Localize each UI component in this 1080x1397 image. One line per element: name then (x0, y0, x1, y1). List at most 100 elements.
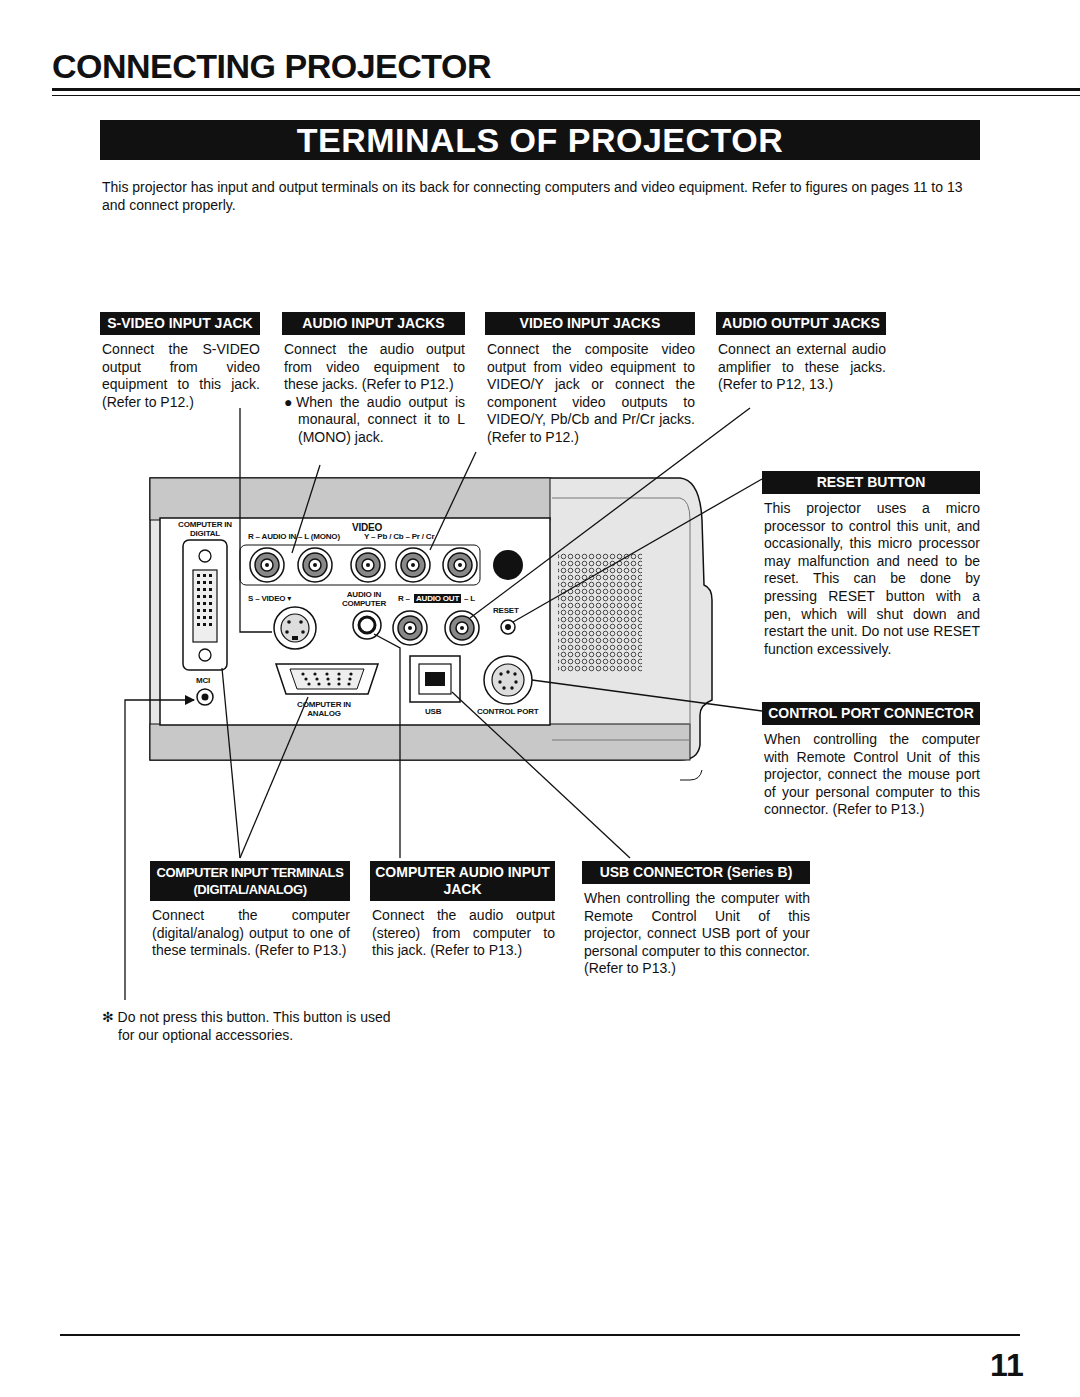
callout-heading: S-VIDEO INPUT JACK (100, 312, 260, 335)
jacks-part (309, 559, 321, 571)
jacks-part (203, 581, 206, 584)
projector-housing (150, 478, 712, 780)
title-rule-part (52, 88, 1080, 91)
panel-label: AUDIO OUT (414, 594, 461, 603)
jacks-part (197, 595, 200, 598)
jacks-part (183, 540, 227, 670)
jacks-part (505, 624, 511, 630)
jacks-part (460, 626, 464, 630)
projector-housing-part (150, 478, 712, 760)
jacks-part (445, 611, 479, 645)
jacks-part (514, 680, 517, 683)
callout-heading: USB CONNECTOR (Series B) (582, 861, 810, 884)
callout-box: AUDIO INPUT JACKSConnect the audio outpu… (282, 312, 465, 447)
jacks-part (209, 623, 212, 626)
callout-heading: AUDIO INPUT JACKS (282, 312, 465, 335)
panel-label: Y – Pb / Cb – Pr / Cr (364, 532, 434, 541)
jacks-part (209, 609, 212, 612)
jacks-part (411, 563, 415, 567)
jacks-part (197, 616, 200, 619)
jacks-part (281, 614, 309, 642)
jacks-part (203, 588, 206, 591)
jacks-part (197, 623, 200, 626)
jacks-part (209, 581, 212, 584)
jacks-part (209, 595, 212, 598)
jacks-part (407, 559, 419, 571)
jacks-part (303, 553, 327, 577)
callout-text: Connect the S-VIDEO output from video eq… (102, 341, 260, 411)
callout-text: Connect the composite video output from … (487, 341, 695, 447)
callout-text: Connect an external audio amplifier to t… (718, 341, 886, 394)
jacks-part (396, 548, 430, 582)
leader-lines-part (532, 680, 762, 711)
jacks-part (202, 694, 209, 701)
callout-heading: COMPUTER INPUT TERMINALS (DIGITAL/ANALOG… (150, 861, 350, 901)
jacks-part (456, 622, 468, 634)
jacks-part (313, 672, 316, 675)
callout-heading: TERMINALS OF PROJECTOR (100, 120, 980, 160)
jacks-part (240, 545, 480, 585)
jacks-part (276, 664, 378, 694)
panel-label: COMPUTER IN ANALOG (294, 700, 354, 718)
callout-box: S-VIDEO INPUT JACK Connect the S-VIDEO ou… (100, 312, 260, 411)
projector-housing-part (150, 478, 550, 520)
jacks-part (499, 672, 502, 675)
projector-housing-part (680, 770, 702, 780)
jacks-part (317, 682, 320, 685)
jacks-part (315, 677, 318, 680)
title-rule-part (52, 95, 1080, 96)
jacks-part (193, 570, 217, 642)
jacks-part (274, 607, 316, 649)
jacks-part (299, 620, 303, 624)
jacks-part (197, 574, 200, 577)
jacks-part (209, 616, 212, 619)
jacks-part (510, 686, 513, 689)
jacks-part (199, 649, 211, 661)
jacks-part (492, 664, 524, 696)
jacks-part (265, 563, 269, 567)
jacks-part (502, 686, 505, 689)
jacks-part (501, 620, 515, 634)
jacks-part (484, 656, 532, 704)
callout-text: When controlling the computer with Remot… (584, 890, 810, 978)
jacks-part (209, 588, 212, 591)
panel-label: RESET (493, 606, 519, 615)
jacks-part (393, 611, 427, 645)
jacks-part (498, 680, 501, 683)
jacks-part (197, 602, 200, 605)
jacks-part (209, 574, 212, 577)
jacks-part (493, 550, 523, 580)
panel-label: – L (464, 594, 475, 603)
callout-heading: CONTROL PORT CONNECTOR (762, 702, 980, 725)
projector-housing-part (150, 724, 690, 760)
section-band: TERMINALS OF PROJECTOR (100, 120, 980, 160)
intro-text: This projector has input and output term… (102, 178, 980, 214)
jacks-part (261, 559, 273, 571)
jacks-part (337, 682, 340, 685)
projector-housing-part (160, 518, 550, 725)
jacks-part (347, 682, 350, 685)
callout-box: CONTROL PORT CONNECTOR When controlling t… (762, 702, 980, 819)
page-title: CONNECTING PROJECTOR (52, 46, 491, 86)
title-rule (52, 88, 1080, 96)
jacks-part (197, 609, 200, 612)
callout-text: When controlling the computer with Remot… (764, 731, 980, 819)
jacks-part (410, 656, 460, 702)
jacks-part (401, 553, 425, 577)
panel-label: CONTROL PORT (477, 707, 538, 716)
callout-box: COMPUTER AUDIO INPUT JACKConnect the aud… (370, 861, 555, 960)
callout-box: VIDEO INPUT JACKSConnect the composite v… (485, 312, 695, 447)
projector-housing-part (552, 498, 690, 740)
jacks-part (419, 664, 451, 694)
jacks-part (287, 620, 291, 624)
callout-box: AUDIO OUTPUT JACKSConnect an external au… (716, 312, 886, 394)
callout-box: USB CONNECTOR (Series B) When controlling… (582, 861, 810, 978)
jacks-part (327, 682, 330, 685)
page-rule-part (60, 1334, 1020, 1336)
jacks-part (454, 559, 466, 571)
panel-label: COMPUTER IN DIGITAL (176, 520, 234, 538)
jacks-part (203, 616, 206, 619)
leader-lines-part (430, 452, 476, 550)
leader-lines-part (240, 697, 308, 858)
